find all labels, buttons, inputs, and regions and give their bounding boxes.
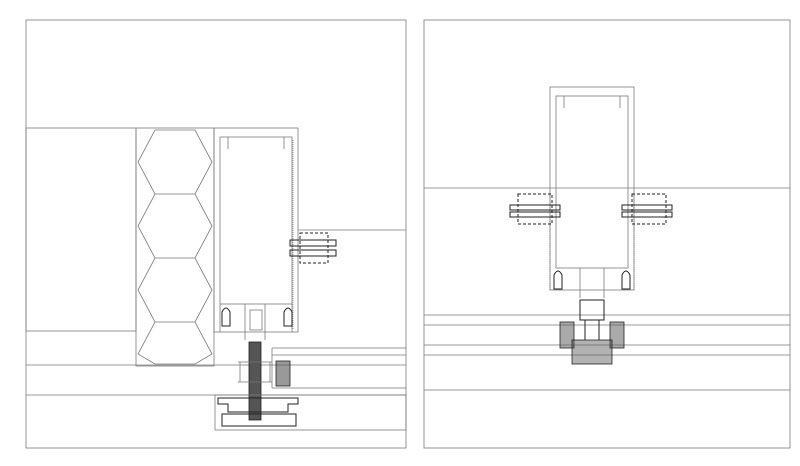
right-frame	[423, 19, 791, 449]
bracket-left	[509, 193, 561, 225]
left-frame	[25, 19, 407, 449]
glass-unit	[271, 347, 406, 389]
screw	[238, 341, 272, 421]
bracket-left-detail	[289, 232, 337, 264]
pressure-plate	[214, 394, 407, 431]
horizontal-lines-right	[424, 314, 790, 391]
wall-block	[25, 127, 137, 332]
honeycomb-panel	[135, 127, 215, 367]
mullion-profile	[213, 127, 299, 340]
mullion-profile-right	[549, 86, 635, 298]
horizontal-lines	[26, 364, 406, 396]
right-detail	[423, 19, 791, 449]
left-detail	[25, 19, 407, 449]
bracket-right	[621, 193, 673, 225]
gasket-assembly	[559, 299, 625, 365]
